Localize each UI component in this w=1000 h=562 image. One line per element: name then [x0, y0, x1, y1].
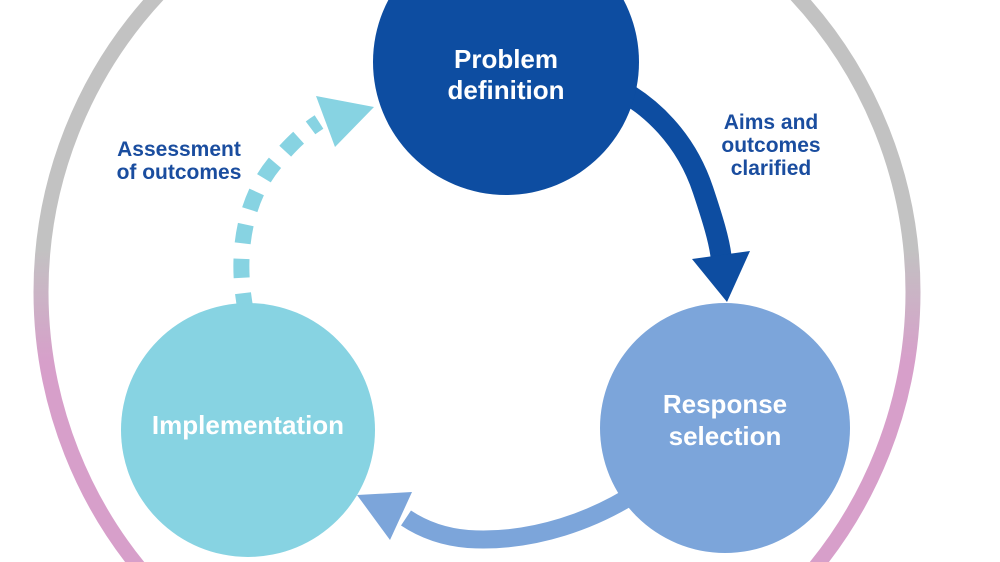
- response-selection-circle: [600, 303, 850, 553]
- arrow-problem-to-response-shaft: [591, 68, 732, 258]
- aims-label-line2: outcomes: [721, 134, 820, 157]
- arrow-response-to-implementation-head: [357, 492, 412, 540]
- outer-cycle-ring: [33, 0, 921, 562]
- problem-definition-circle: [373, 0, 639, 195]
- implementation-label: Implementation: [152, 410, 344, 440]
- aims-label-line1: Aims and: [724, 111, 819, 134]
- node-implementation: Implementation: [121, 303, 375, 557]
- arrow-response-to-implementation: [357, 474, 658, 549]
- assessment-label-line2: of outcomes: [117, 161, 242, 184]
- arrow-implementation-to-problem-shaft: [233, 115, 324, 314]
- problem-definition-label-line1: Problem: [454, 44, 558, 74]
- node-problem-definition: Problem definition: [373, 0, 639, 195]
- implementation-circle: [121, 303, 375, 557]
- aims-label-line3: clarified: [731, 157, 812, 180]
- assessment-label-line1: Assessment: [117, 138, 241, 161]
- arrow-implementation-to-problem-head: [316, 96, 374, 147]
- response-selection-label-line1: Response: [663, 389, 787, 419]
- edge-label-aims-outcomes-clarified: Aims and outcomes clarified: [721, 111, 820, 180]
- arrow-implementation-to-problem: [233, 96, 374, 314]
- problem-definition-label-line2: definition: [448, 75, 565, 105]
- edge-label-assessment-of-outcomes: Assessment of outcomes: [117, 138, 242, 184]
- arrow-problem-to-response-head: [692, 251, 750, 302]
- arrow-response-to-implementation-shaft: [401, 474, 658, 549]
- arrow-problem-to-response: [591, 68, 750, 302]
- node-response-selection: Response selection: [600, 303, 850, 553]
- response-selection-label-line2: selection: [669, 421, 782, 451]
